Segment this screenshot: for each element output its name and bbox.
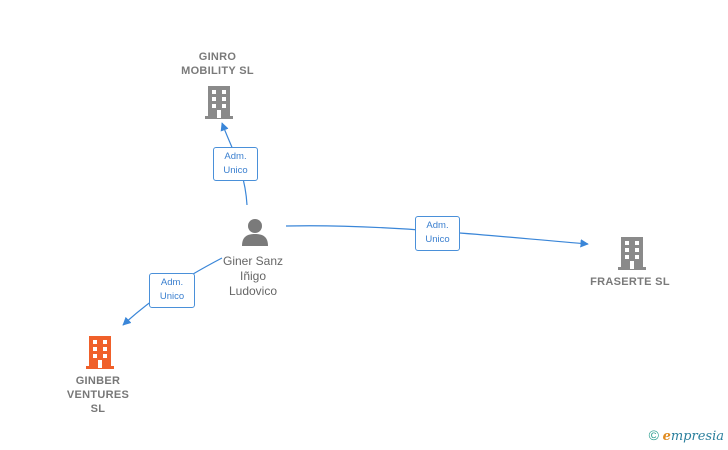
edge-label-fraserte[interactable]: Adm. Unico [415,216,460,251]
person-icon[interactable] [240,217,270,247]
edge-label-ginber[interactable]: Adm. Unico [149,273,195,308]
edge-role-line: Adm. [224,151,247,162]
company-label-ginber[interactable]: GINBER VENTURES SL [50,374,146,416]
edge-role-line: Adm. [426,220,449,231]
copyright-symbol: © [648,427,659,443]
person-name-line: Giner Sanz [222,254,284,268]
edge-role-line: Unico [159,291,185,302]
company-label-ginro[interactable]: GINRO MOBILITY SL [170,50,265,78]
company-name-line: FRASERTE SL [590,276,670,288]
building-icon[interactable] [617,235,647,271]
brand-initial: e [662,429,671,444]
company-name-line: MOBILITY SL [181,65,254,77]
company-name-line: GINRO [198,51,237,63]
building-icon[interactable] [204,84,234,120]
brand-name: mpresia [670,429,724,444]
edge-label-ginro[interactable]: Adm. Unico [213,147,258,181]
edge-role-line: Unico [223,165,248,176]
person-label[interactable]: Giner Sanz Iñigo Ludovico [205,254,301,299]
company-name-line: GINBER [75,375,121,387]
edge-role-line: Adm. [160,277,184,288]
company-name-line: VENTURES [66,389,130,401]
company-name-line: SL [90,403,106,415]
person-name-line: Iñigo [239,269,267,283]
empresia-watermark: © empresia [649,427,724,444]
building-icon-focus[interactable] [85,334,115,370]
edge-role-line: Unico [425,234,450,245]
person-name-line: Ludovico [228,284,278,298]
company-label-fraserte[interactable]: FRASERTE SL [580,275,680,289]
